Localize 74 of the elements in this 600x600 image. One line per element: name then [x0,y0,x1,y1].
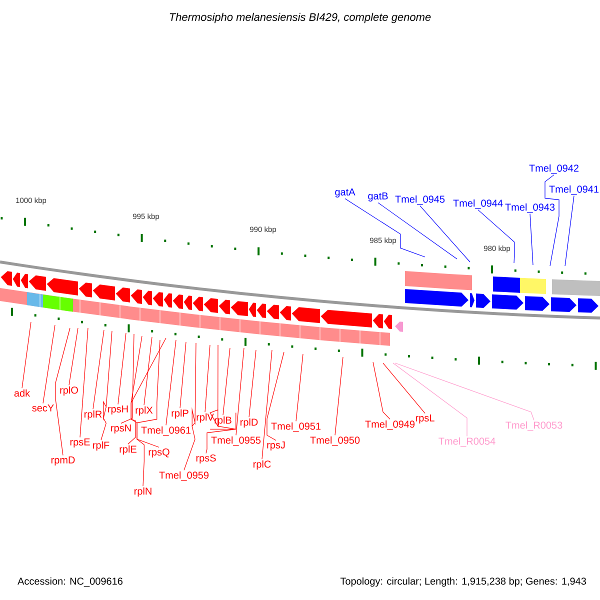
gene-label: Tmel_R0053 [506,421,562,431]
leader-line [392,362,468,436]
leader-line [120,334,134,424]
leader-line [100,330,112,440]
footer-text: Accession: NC_009616 [18,577,122,587]
leader-line [394,362,534,420]
gene-label: rpsH [108,406,128,414]
gene-label: rplC [254,460,271,470]
leader-line [166,340,176,426]
gene-label: Tmel_0942 [529,164,579,174]
leader-line [68,328,78,386]
gene-label: gatB [368,192,388,202]
gene-label: rplR [84,410,102,420]
leader-line [42,324,56,404]
leader-line [55,328,70,456]
leader-line [22,322,32,388]
gene-label: rpmD [51,456,75,466]
leader-line [136,340,160,486]
gene-label: gatA [335,188,356,198]
gene-label: Tmel_0951 [271,422,321,432]
leader-line [344,198,426,258]
gene-label: Tmel_0950 [310,436,360,446]
leader-line [92,330,104,410]
gene-label: rplP [172,409,188,419]
leader-line [266,352,284,441]
leader-line [334,356,344,436]
leader-line [130,338,166,448]
leader-line [262,350,272,460]
gene-label: rpsE [70,438,90,448]
gene-label: adk [14,389,30,397]
gene-label: rplD [240,418,258,428]
leader-line [80,328,88,438]
leader-line [296,354,304,422]
leader-line [144,336,152,406]
gene-label: rpsL [416,414,434,424]
gene-label: rplN [134,487,152,497]
leader-line [206,344,236,454]
gene-label: secY [32,404,54,412]
leader-line [128,336,142,444]
gene-label: Tmel_0955 [211,436,261,446]
leader-line [180,342,186,408]
title: Thermosipho melanesiensis BI429, complete genome [170,12,431,24]
gene-label: Tmel_0949 [365,420,415,430]
leader-line [118,332,126,405]
gene-label: Tmel_0944 [453,199,503,209]
gene-label: rpsJ [267,442,285,450]
leader-line [372,362,390,420]
gene-label: rplX [136,406,153,416]
leader-line [236,348,244,436]
leader-line [382,362,426,414]
gene-label: rplE [120,445,136,455]
leader-line [184,342,196,470]
leader-line [204,344,210,412]
leader-line [544,174,560,266]
gene-label: Tmel_R0054 [438,437,496,447]
gene-label: Tmel_0943 [505,203,555,213]
gene-label: Tmel_0959 [159,471,209,481]
gene-label: rplO [60,386,78,396]
gene-label: Tmel_0945 [395,195,445,205]
leader-line [530,214,534,266]
footer-text: Topology: circular; Length: 1,915,238 bp; Genes: 1,943 [340,577,586,587]
leader-line [222,348,230,416]
leader-line [478,210,515,264]
gene-label: Tmel_0961 [141,426,191,436]
gene-label: rpsQ [148,448,170,458]
gene-label: rpsS [196,454,216,464]
gene-label: rplV [196,413,214,423]
leader-line [248,350,256,418]
leader-line [420,206,470,262]
gene-label: rpsN [111,424,131,434]
gene-label: rplF [93,441,110,451]
leader-line [564,196,574,266]
gene-label: Tmel_0941 [549,185,599,195]
leader-line [378,202,458,260]
